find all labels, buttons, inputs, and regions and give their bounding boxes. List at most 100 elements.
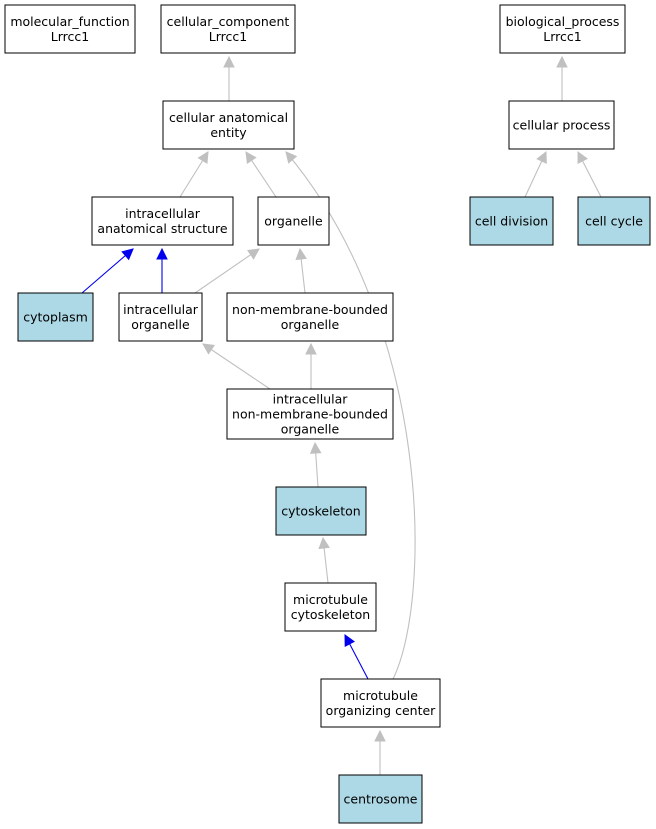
node-label-line: cytoskeleton — [281, 504, 360, 519]
node-centrosome[interactable]: centrosome — [338, 774, 423, 824]
node-cellular-process[interactable]: cellular process — [508, 100, 615, 150]
edge-microtubule-cytoskeleton-to-cytoskeleton — [318, 536, 330, 584]
node-box — [162, 100, 295, 150]
edge-arrowhead — [121, 248, 134, 261]
node-label-line: organelle — [281, 317, 340, 332]
edge-arrowhead — [202, 343, 215, 355]
node-label-line: cell division — [475, 214, 548, 229]
node-label-line: molecular_function — [10, 14, 129, 29]
node-label-line: intracellular — [273, 392, 349, 407]
edges-layer — [81, 55, 602, 775]
node-box — [118, 292, 203, 342]
edge-line — [194, 248, 260, 294]
node-box — [4, 4, 136, 54]
node-box — [284, 582, 377, 632]
node-label-line: non-membrane-bounded — [232, 302, 388, 317]
edge-arrowhead — [577, 151, 588, 164]
node-label-line: non-membrane-bounded — [232, 407, 388, 422]
node-label-line: cellular_component — [167, 14, 290, 29]
edge-intracellular-anatomical-structure-to-cellular-anatomical-entity — [179, 151, 209, 198]
node-label-line: organelle — [131, 317, 190, 332]
edge-cytoskeleton-to-intracellular-non-membrane-bounded-organelle — [309, 441, 322, 488]
edge-arrowhead — [309, 441, 322, 454]
node-box — [499, 4, 626, 54]
node-label-line: Lrrcc1 — [51, 29, 89, 44]
edge-cell-division-to-cellular-process — [524, 150, 547, 198]
edge-intracellular-organelle-to-intracellular-anatomical-structure — [156, 247, 168, 293]
node-label-line: biological_process — [506, 14, 620, 29]
node-label-line: cellular process — [513, 118, 611, 133]
edge-arrowhead — [197, 151, 209, 164]
edge-arrowhead — [295, 247, 307, 261]
node-label-line: microtubule — [293, 592, 368, 607]
edge-arrowhead — [318, 536, 330, 550]
node-box — [275, 486, 367, 536]
edge-cellular-anatomical-entity-to-cellular-component — [223, 55, 235, 101]
node-label-line: cytoskeleton — [291, 607, 370, 622]
node-label-line: centrosome — [344, 792, 418, 807]
node-label-line: organelle — [264, 214, 323, 229]
node-box — [91, 196, 234, 246]
edge-cellular-process-to-biological-process — [556, 55, 568, 101]
edge-intracellular-non-membrane-bounded-organelle-to-non-membrane-bounded-organelle — [305, 342, 317, 389]
node-label-line: anatomical structure — [97, 221, 227, 236]
nodes-layer: molecular_functionLrrcc1cellular_compone… — [4, 4, 651, 824]
node-box — [338, 774, 423, 824]
edge-line — [285, 151, 416, 680]
node-box — [17, 292, 94, 342]
node-label-line: microtubule — [343, 688, 418, 703]
edge-arrowhead — [245, 151, 257, 164]
node-box — [257, 196, 330, 246]
edge-cell-cycle-to-cellular-process — [577, 151, 602, 198]
node-label-line: cytoplasm — [23, 310, 88, 325]
edge-arrowhead — [374, 729, 386, 742]
node-label-line: Lrrcc1 — [209, 29, 247, 44]
edge-arrowhead — [344, 634, 356, 647]
edge-arrowhead — [247, 248, 260, 260]
edge-arrowhead — [556, 55, 568, 68]
node-box — [577, 196, 651, 246]
node-label-line: entity — [210, 125, 247, 140]
node-cell-cycle[interactable]: cell cycle — [577, 196, 651, 246]
node-label-line: intracellular — [123, 302, 199, 317]
node-cytoskeleton[interactable]: cytoskeleton — [275, 486, 367, 536]
edge-microtubule-organizing-center-to-cellular-anatomical-entity — [285, 151, 416, 680]
edge-centrosome-to-microtubule-organizing-center — [374, 729, 386, 775]
node-label-line: organelle — [281, 422, 340, 437]
edge-intracellular-non-membrane-bounded-organelle-to-intracellular-organelle — [202, 343, 271, 390]
edge-arrowhead — [305, 342, 317, 355]
edge-arrowhead — [536, 150, 547, 164]
node-label-line: cellular anatomical — [169, 110, 288, 125]
node-cell-division[interactable]: cell division — [469, 196, 554, 246]
edge-arrowhead — [223, 55, 235, 68]
edge-microtubule-organizing-center-to-microtubule-cytoskeleton — [344, 634, 369, 680]
node-organelle[interactable]: organelle — [257, 196, 330, 246]
node-label-line: cell cycle — [585, 214, 643, 229]
edge-cytoplasm-to-intracellular-anatomical-structure — [81, 248, 134, 294]
node-box — [226, 292, 394, 342]
edge-arrowhead — [285, 151, 298, 164]
node-cytoplasm[interactable]: cytoplasm — [17, 292, 94, 342]
node-box — [226, 388, 394, 440]
node-box — [508, 100, 615, 150]
edge-intracellular-organelle-to-organelle — [194, 248, 260, 294]
edge-organelle-to-cellular-anatomical-entity — [245, 151, 277, 198]
node-label-line: organizing center — [326, 703, 436, 718]
edge-line — [202, 343, 271, 390]
node-label-line: intracellular — [125, 206, 201, 221]
node-label-line: Lrrcc1 — [543, 29, 581, 44]
node-box — [469, 196, 554, 246]
node-intracellular-non-membrane-bounded-organelle[interactable]: intracellularnon-membrane-boundedorganel… — [226, 388, 394, 440]
edge-line — [81, 248, 134, 294]
edge-arrowhead — [156, 247, 168, 260]
